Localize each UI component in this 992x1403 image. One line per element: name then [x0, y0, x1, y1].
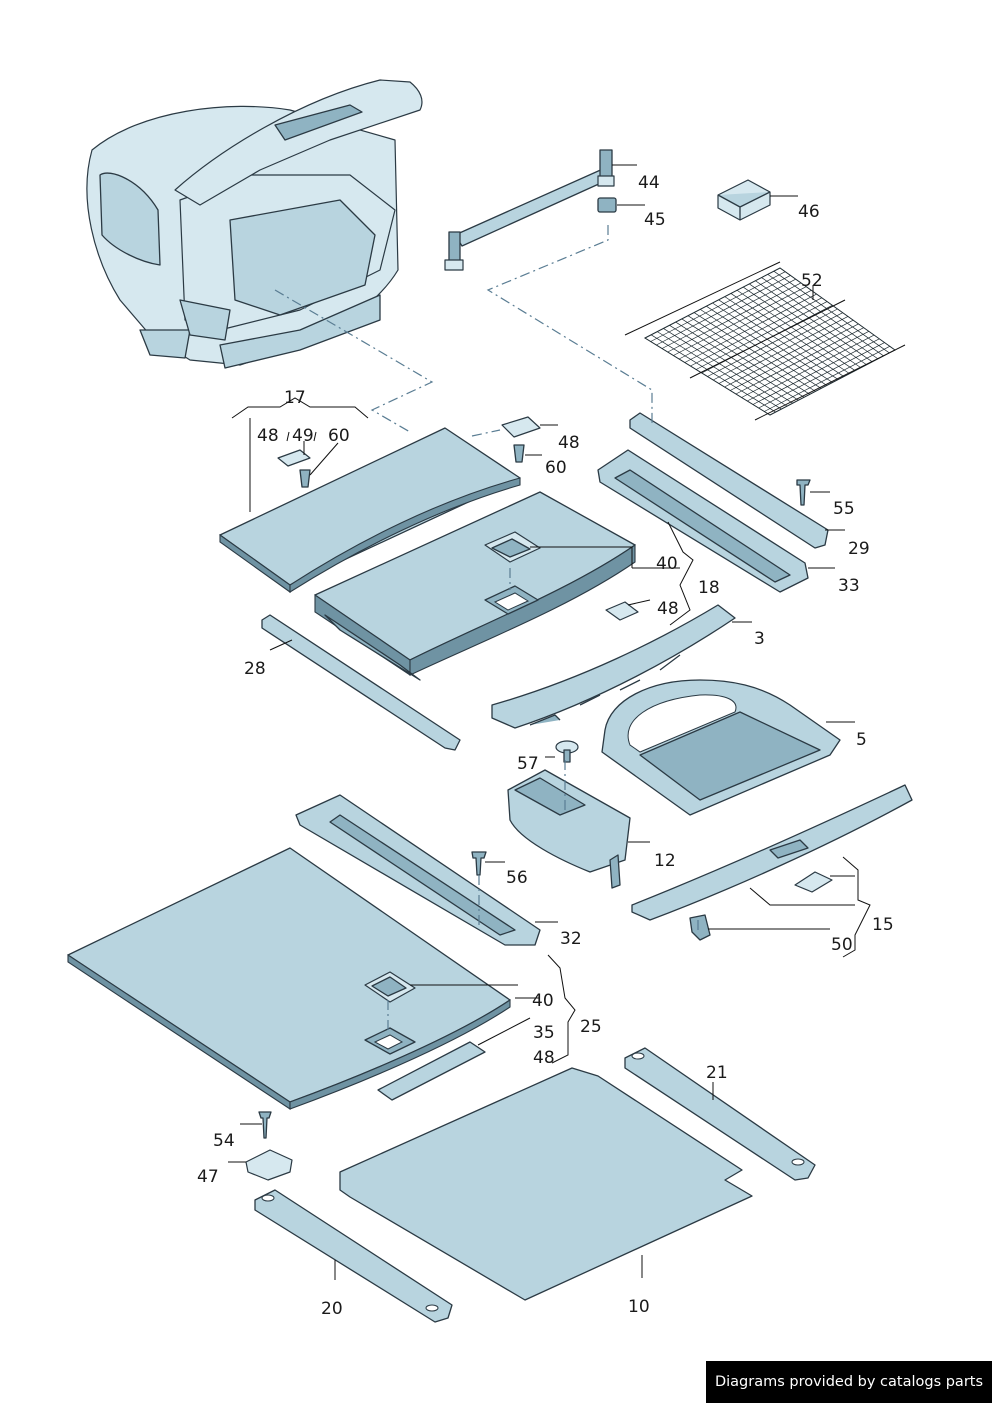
vehicle-rear-body	[86, 79, 423, 369]
part-33-side-carrier	[597, 449, 809, 593]
part-44-telescopic-rod	[444, 149, 615, 271]
label-48-c: 48	[657, 599, 679, 619]
label-44: 44	[638, 173, 660, 193]
label-35: 35	[533, 1023, 555, 1043]
part-20-rail	[254, 1189, 453, 1323]
part-15-sill-trim	[631, 784, 913, 921]
callout-labels: 44 45 46 52 17 48 49 60 48 60 55 29 40 3…	[197, 173, 894, 1319]
part-5-storage-tray	[601, 679, 841, 816]
label-20: 20	[321, 1299, 343, 1319]
label-33: 33	[838, 576, 860, 596]
label-45: 45	[644, 210, 666, 230]
part-28-trim-strip	[261, 614, 461, 751]
label-52: 52	[801, 271, 823, 291]
part-17-floor-panel	[219, 427, 521, 594]
label-57: 57	[517, 754, 539, 774]
part-32-floor-carrier	[295, 794, 541, 946]
label-55: 55	[833, 499, 855, 519]
assembly-lines	[274, 225, 699, 1030]
label-40-a: 40	[656, 554, 678, 574]
part-57-fastener	[555, 740, 579, 763]
label-21: 21	[706, 1063, 728, 1083]
part-55-bolt	[796, 479, 811, 506]
label-5: 5	[856, 730, 867, 750]
label-10: 10	[628, 1297, 650, 1317]
label-32: 32	[560, 929, 582, 949]
label-46: 46	[798, 202, 820, 222]
part-12-storage-bin	[507, 769, 631, 889]
label-48-b: 48	[558, 433, 580, 453]
label-49: 49	[292, 426, 314, 446]
part-48-clip	[277, 416, 639, 621]
label-3: 3	[754, 629, 765, 649]
part-45-holder	[597, 197, 617, 213]
part-3-loading-sill	[491, 604, 736, 729]
label-60-a: 60	[328, 426, 350, 446]
part-35-strap	[377, 1041, 486, 1101]
part-52-cargo-net	[624, 261, 906, 421]
part-46-box	[717, 179, 771, 221]
part-10-floor-mat	[339, 1067, 753, 1301]
label-54: 54	[213, 1131, 235, 1151]
credit-banner: Diagrams provided by catalogs parts	[706, 1361, 992, 1403]
label-60-b: 60	[545, 458, 567, 478]
part-50-clip	[689, 914, 711, 941]
part-18-floor-module	[314, 491, 636, 681]
label-17: 17	[284, 388, 306, 408]
label-28: 28	[244, 659, 266, 679]
label-29: 29	[848, 539, 870, 559]
label-50: 50	[831, 935, 853, 955]
label-40-b: 40	[532, 991, 554, 1011]
label-15: 15	[872, 915, 894, 935]
label-18: 18	[698, 578, 720, 598]
part-29-side-trim	[629, 412, 829, 549]
part-47-bracket	[245, 1149, 293, 1181]
part-60-screw	[299, 444, 525, 488]
label-47: 47	[197, 1167, 219, 1187]
label-25: 25	[580, 1017, 602, 1037]
part-54-screw	[258, 1111, 272, 1139]
label-12: 12	[654, 851, 676, 871]
part-56-bolt	[471, 851, 487, 876]
part-25-floor-board	[67, 847, 511, 1111]
label-56: 56	[506, 868, 528, 888]
label-48-a: 48	[257, 426, 279, 446]
part-21-rail	[624, 1047, 816, 1181]
leader-lines	[228, 164, 871, 1280]
label-48-d: 48	[533, 1048, 555, 1068]
